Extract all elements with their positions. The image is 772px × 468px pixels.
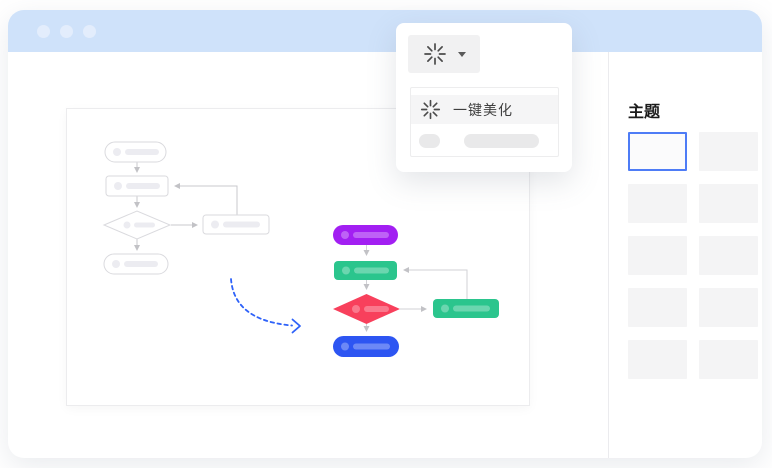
window-control-dot <box>83 24 96 38</box>
theme-swatch[interactable] <box>628 236 687 275</box>
chevron-down-icon <box>457 51 466 57</box>
theme-grid <box>628 132 758 379</box>
app-window: 一键美化 主题 <box>8 10 762 458</box>
beautify-button[interactable] <box>408 35 480 73</box>
node-decision-sketch[interactable] <box>102 210 172 240</box>
node-side-step-sketch[interactable] <box>202 214 270 235</box>
transform-arrow <box>230 278 301 334</box>
beautify-spark-icon <box>423 43 446 65</box>
theme-swatch[interactable] <box>699 340 758 379</box>
placeholder-pill <box>464 133 539 148</box>
node-decision-colored[interactable] <box>333 294 400 324</box>
flowchart-svg <box>102 141 499 357</box>
beautify-menu: 一键美化 <box>410 87 559 157</box>
node-side-step-colored[interactable] <box>433 299 499 318</box>
theme-swatch[interactable] <box>699 288 758 327</box>
theme-swatch[interactable] <box>628 340 687 379</box>
theme-panel-title: 主题 <box>628 104 661 121</box>
theme-swatch[interactable] <box>628 132 687 171</box>
theme-sidebar: 主题 <box>608 52 762 458</box>
menu-item-beautify[interactable]: 一键美化 <box>411 95 558 124</box>
flowchart-before <box>102 141 270 275</box>
beautify-spark-icon <box>420 99 441 120</box>
flowchart-after <box>333 225 499 357</box>
node-end-sketch[interactable] <box>103 253 169 275</box>
menu-placeholder-row <box>411 124 558 157</box>
node-start-colored[interactable] <box>333 225 398 245</box>
window-titlebar <box>8 10 762 52</box>
theme-swatch[interactable] <box>699 132 758 171</box>
theme-swatch[interactable] <box>699 184 758 223</box>
placeholder-pill <box>419 133 440 148</box>
node-step-colored[interactable] <box>334 261 397 280</box>
beautify-popup: 一键美化 <box>396 23 572 172</box>
theme-swatch[interactable] <box>628 184 687 223</box>
theme-swatch[interactable] <box>699 236 758 275</box>
node-step-sketch[interactable] <box>105 175 169 197</box>
window-control-dot <box>37 24 50 38</box>
node-start-sketch[interactable] <box>104 141 167 163</box>
window-control-dot <box>60 24 73 38</box>
theme-swatch[interactable] <box>628 288 687 327</box>
node-end-colored[interactable] <box>333 336 399 357</box>
menu-item-label: 一键美化 <box>453 101 513 118</box>
